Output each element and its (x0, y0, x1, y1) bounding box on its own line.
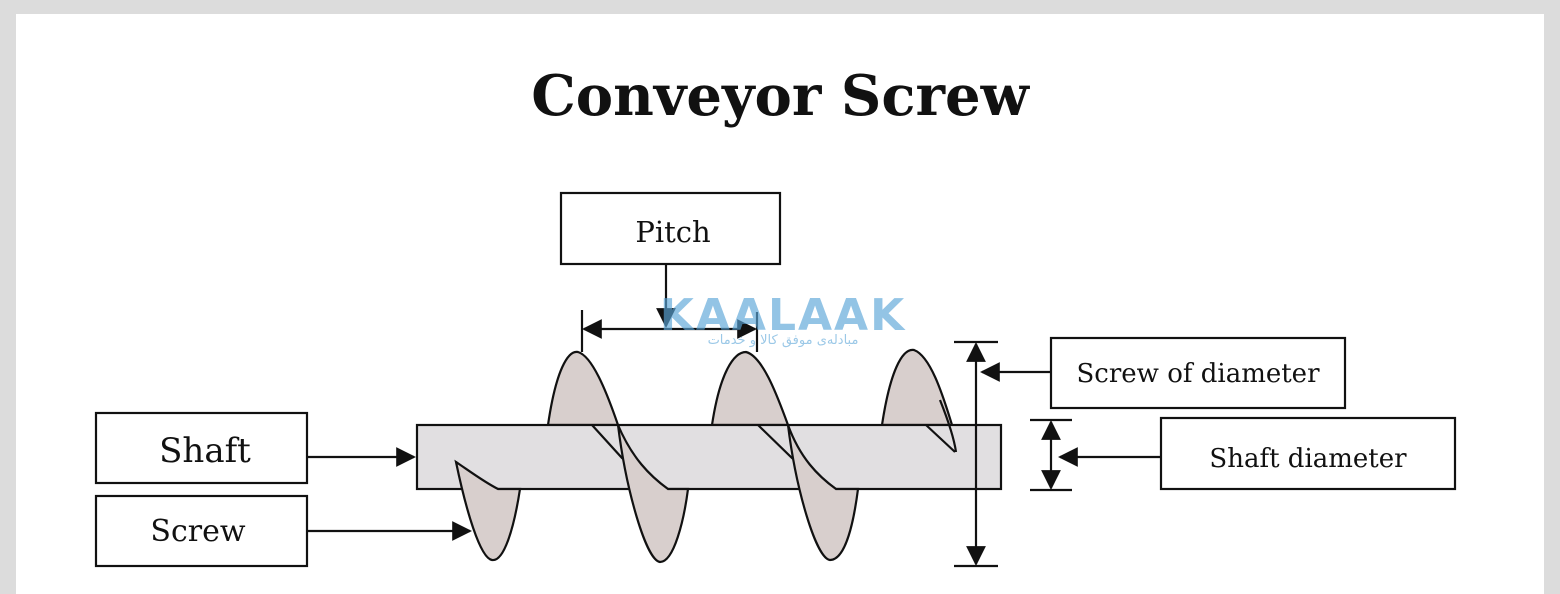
screw-diameter-label: Screw of diameter (1076, 359, 1320, 389)
page-title: Conveyor Screw (531, 63, 1030, 129)
shaft-diameter-label: Shaft diameter (1209, 444, 1407, 474)
flight-upper-3 (880, 348, 954, 427)
screw-diameter-label-box (1049, 336, 1347, 410)
watermark-brand: KAALAAK (660, 290, 906, 341)
flight-upper-2 (710, 350, 790, 427)
shaft-body (415, 423, 1003, 491)
pitch-label: Pitch (635, 215, 710, 249)
pitch-label-box (559, 191, 782, 266)
flight-upper-3-tail (938, 399, 958, 453)
screw-flights-upper (546, 348, 954, 427)
flight-upper-1 (546, 350, 620, 427)
screw-label: Screw (150, 514, 245, 549)
flight-lower-3 (786, 424, 860, 562)
watermark: KAALAAK مبادله‌ی موفق کالا و خدمات (660, 290, 906, 348)
conveyor-screw-diagram: Conveyor Screw Pitch Screw of diameter S… (94, 63, 1457, 568)
shaft-diameter-label-box (1159, 416, 1457, 491)
screw-flights-lower (454, 424, 860, 564)
shaft-label-box (94, 411, 309, 485)
watermark-tagline: مبادله‌ی موفق کالا و خدمات (708, 333, 859, 348)
helix-edge-4 (925, 424, 956, 453)
shaft-label: Shaft (159, 431, 251, 471)
flight-lower-2 (616, 424, 690, 564)
